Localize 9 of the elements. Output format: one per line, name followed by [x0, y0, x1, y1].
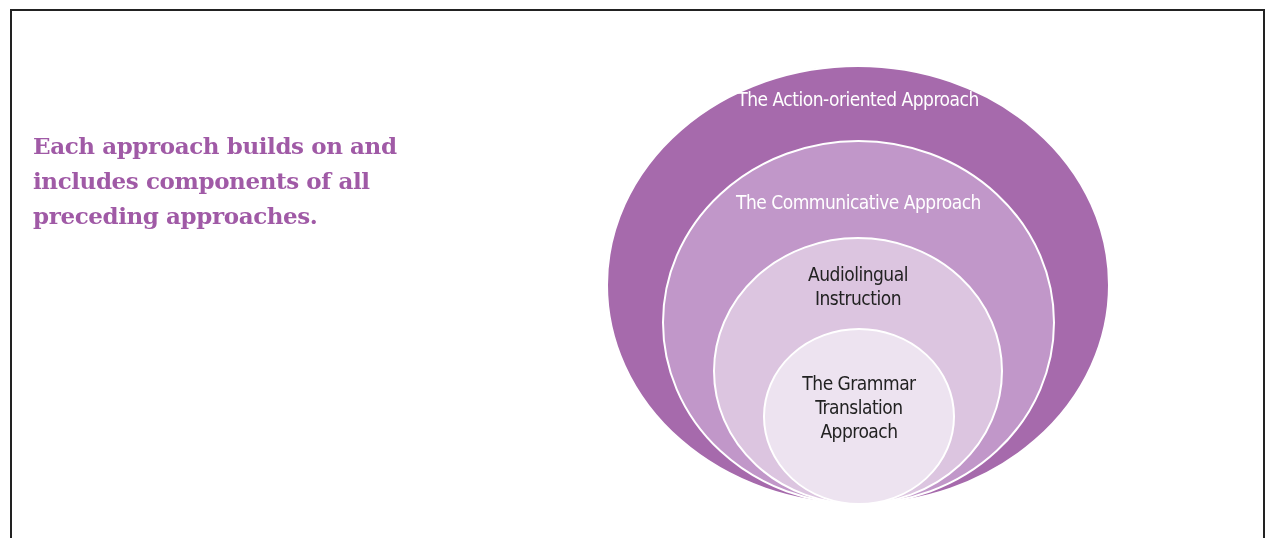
region-label: Audiolingual Instruction	[807, 262, 909, 310]
region-label: The Action-oriented Approach	[736, 87, 980, 111]
ellipse-region	[662, 140, 1055, 505]
region-label: The Communicative Approach	[735, 190, 982, 214]
ellipse-region	[606, 65, 1110, 505]
ellipse-region	[763, 328, 955, 505]
ellipse-region	[713, 237, 1003, 505]
region-label: The Grammar Translation Approach	[801, 371, 917, 443]
note-text: Each approach builds on and includes components of all preceding approaches.	[33, 131, 398, 231]
